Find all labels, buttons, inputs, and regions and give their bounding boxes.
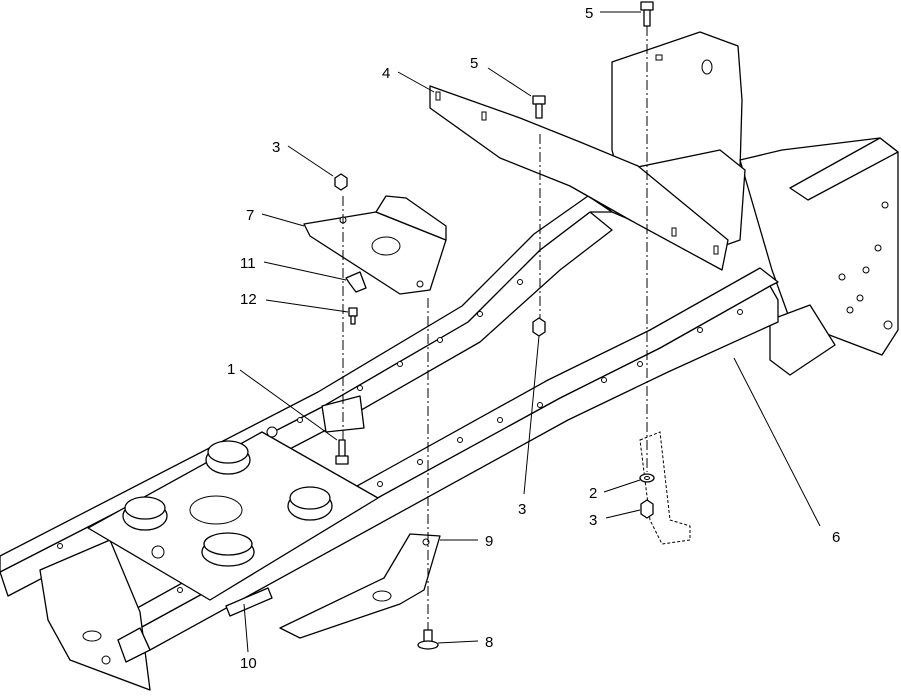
callout-9: 9 (485, 533, 493, 550)
hanger-bracket-ghost (639, 431, 691, 545)
callout-8: 8 (485, 634, 493, 651)
callout-11: 11 (240, 255, 256, 272)
callout-5-top: 5 (585, 5, 593, 22)
front-bracket-tab (117, 627, 151, 663)
bolt-part-8 (417, 629, 439, 650)
washer-part-2 (639, 473, 655, 483)
strap-part-10 (225, 587, 273, 617)
callout-3-top: 3 (272, 139, 280, 156)
callout-12: 12 (240, 291, 257, 308)
rear-top-flange (789, 137, 899, 201)
front-cross-member (39, 539, 151, 691)
lower-support-plate (279, 533, 441, 639)
main-frame (0, 31, 899, 691)
callout-4: 4 (382, 65, 390, 82)
callout-labels: 5 4 5 3 7 11 12 1 3 2 3 6 9 8 10 (227, 5, 840, 672)
leader-lines (239, 11, 821, 653)
callout-10: 10 (240, 655, 257, 672)
plate-center-hole (371, 236, 401, 256)
callout-2: 2 (589, 485, 597, 502)
screw-part-12 (348, 307, 358, 325)
upper-cross-bracket (429, 85, 729, 271)
bolt-part-5-top (640, 1, 654, 27)
bolt-part-5-mid (532, 95, 546, 119)
callout-5-mid: 5 (470, 55, 478, 72)
callout-1: 1 (227, 361, 235, 378)
callout-3-lower: 3 (589, 512, 597, 529)
wire-clip (345, 271, 367, 293)
nut-part-3-mid (532, 317, 546, 337)
rear-mount-foot (769, 304, 836, 376)
nut-part-3-lower (640, 499, 654, 519)
nut-part-3-top (334, 173, 348, 191)
mounting-plate (303, 195, 447, 295)
callout-7: 7 (246, 207, 254, 224)
callout-3-mid: 3 (518, 501, 526, 518)
assembly-centerlines (342, 26, 648, 640)
deck-center-hole (189, 495, 243, 525)
bolt-part-1 (335, 439, 349, 465)
callout-6: 6 (832, 529, 840, 546)
